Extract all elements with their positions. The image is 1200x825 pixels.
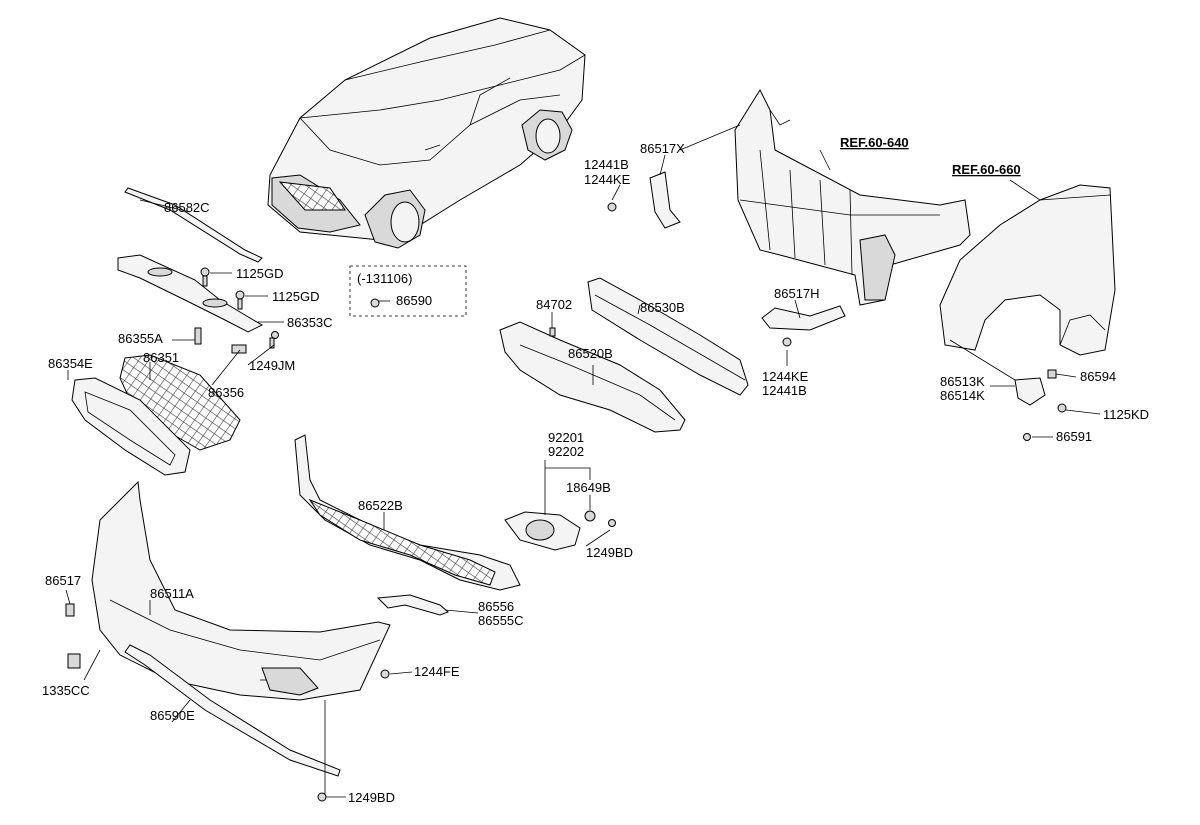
callout-12441B-b: 12441B bbox=[762, 383, 807, 398]
front-fender bbox=[939, 184, 1116, 356]
callout-86590E: 86590E bbox=[150, 708, 195, 723]
bumper-side-bracket bbox=[1014, 377, 1046, 406]
fog-lamp-cover bbox=[376, 594, 449, 616]
callout-86594: 86594 bbox=[1080, 369, 1116, 384]
grille-mounting-bracket bbox=[117, 254, 264, 333]
callout-1249BD-a: 1249BD bbox=[586, 545, 633, 560]
callout-131106: (-131106) bbox=[357, 271, 412, 286]
vehicle-illustration bbox=[267, 17, 586, 249]
callout-86353C: 86353C bbox=[287, 315, 333, 330]
callout-86354E: 86354E bbox=[48, 356, 93, 371]
front-bumper-cover bbox=[91, 480, 391, 701]
callout-18649B: 18649B bbox=[566, 480, 611, 495]
grille-upper-molding bbox=[124, 187, 263, 263]
lower-lip-molding bbox=[124, 644, 341, 777]
callout-1244KE-b: 1244KE bbox=[762, 369, 809, 384]
callout-86356: 86356 bbox=[208, 385, 244, 400]
callout-86520B: 86520B bbox=[568, 346, 613, 361]
callout-1249BD-b: 1249BD bbox=[348, 790, 395, 805]
callout-86582C: 86582C bbox=[164, 200, 210, 215]
fasteners bbox=[65, 202, 1067, 802]
ref-label-60-640: REF.60-640 bbox=[840, 135, 909, 150]
clip-86356 bbox=[231, 344, 247, 354]
callout-84702: 84702 bbox=[536, 297, 572, 312]
callout-86555C: 86555C bbox=[478, 613, 524, 628]
callout-86591: 86591 bbox=[1056, 429, 1092, 444]
callout-86522B: 86522B bbox=[358, 498, 403, 513]
callout-86556: 86556 bbox=[478, 599, 514, 614]
fog-lamp-assembly bbox=[504, 511, 581, 551]
callout-1125GD-b: 1125GD bbox=[272, 289, 319, 304]
callout-86590: 86590 bbox=[396, 293, 432, 308]
callout-86517H: 86517H bbox=[774, 286, 820, 301]
callout-1125GD-a: 1125GD bbox=[236, 266, 283, 281]
leader-lines bbox=[65, 124, 1101, 798]
bumper-reinforcement-beam bbox=[587, 277, 749, 396]
clip-86355a bbox=[194, 327, 202, 345]
callout-86514K: 86514K bbox=[940, 388, 985, 403]
ref-label-60-660: REF.60-660 bbox=[952, 162, 1021, 177]
callout-labels: REF.60-640 REF.60-660 86582C 1125GD 1125… bbox=[42, 135, 1149, 805]
bumper-energy-absorber bbox=[499, 321, 686, 433]
bumper-bracket-lower bbox=[761, 305, 846, 331]
grille-surround bbox=[71, 377, 191, 476]
callout-92201: 92201 bbox=[548, 430, 584, 445]
callout-86355A: 86355A bbox=[118, 331, 163, 346]
callout-1125KD: 1125KD bbox=[1103, 407, 1149, 422]
variant-inset-box bbox=[349, 265, 467, 317]
bumper-bracket-upper bbox=[649, 171, 681, 229]
callout-86517X: 86517X bbox=[640, 141, 685, 156]
callout-86517: 86517 bbox=[45, 573, 81, 588]
callout-1249JM: 1249JM bbox=[249, 358, 295, 373]
callout-86530B: 86530B bbox=[640, 300, 685, 315]
callout-1244FE: 1244FE bbox=[414, 664, 460, 679]
callout-1335CC: 1335CC bbox=[42, 683, 90, 698]
callout-86513K: 86513K bbox=[940, 374, 985, 389]
front-end-carrier bbox=[734, 88, 971, 306]
callout-12441B-a: 12441B bbox=[584, 157, 629, 172]
callout-86511A: 86511A bbox=[150, 586, 194, 601]
callout-86351: 86351 bbox=[143, 350, 179, 365]
callout-1244KE-a: 1244KE bbox=[584, 172, 631, 187]
callout-92202: 92202 bbox=[548, 444, 584, 459]
lower-grille bbox=[294, 434, 521, 591]
